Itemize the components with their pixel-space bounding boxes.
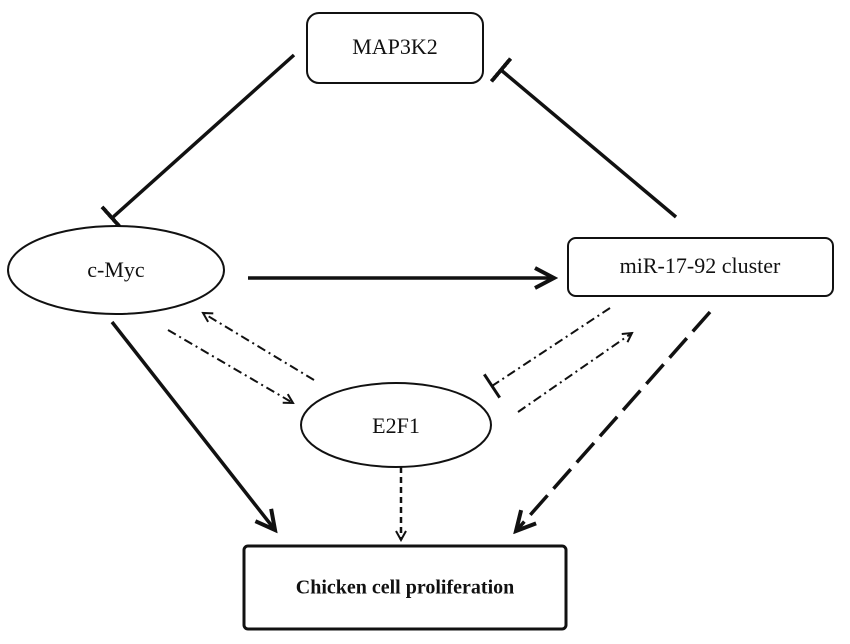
node-map3k2-label: MAP3K2 <box>352 34 438 59</box>
node-e2f1: E2F1 <box>300 382 492 468</box>
node-e2f1-label: E2F1 <box>372 413 420 438</box>
edge-map3k2-inhibits-cmyc <box>100 53 296 231</box>
node-mir-label: miR-17-92 cluster <box>620 253 781 278</box>
edge-mir-inhibits-map3k2 <box>489 57 678 219</box>
edge-cmyc-activates-e2f1 <box>167 329 293 403</box>
edge-mir-inhibits-e2f1 <box>483 307 611 399</box>
node-cmyc-label: c-Myc <box>87 257 145 282</box>
edge-cmyc-activates-proliferation <box>110 320 275 530</box>
edge-mir-activates-proliferation <box>516 310 712 531</box>
edge-e2f1-activates-cmyc <box>203 313 315 381</box>
node-map3k2: MAP3K2 <box>306 12 484 84</box>
edge-e2f1-activates-mir <box>517 333 632 413</box>
node-proliferation-label: Chicken cell proliferation <box>296 577 515 599</box>
node-mir-17-92-cluster: miR-17-92 cluster <box>567 237 834 297</box>
node-cmyc: c-Myc <box>7 225 225 315</box>
node-chicken-cell-proliferation: Chicken cell proliferation <box>242 544 568 631</box>
